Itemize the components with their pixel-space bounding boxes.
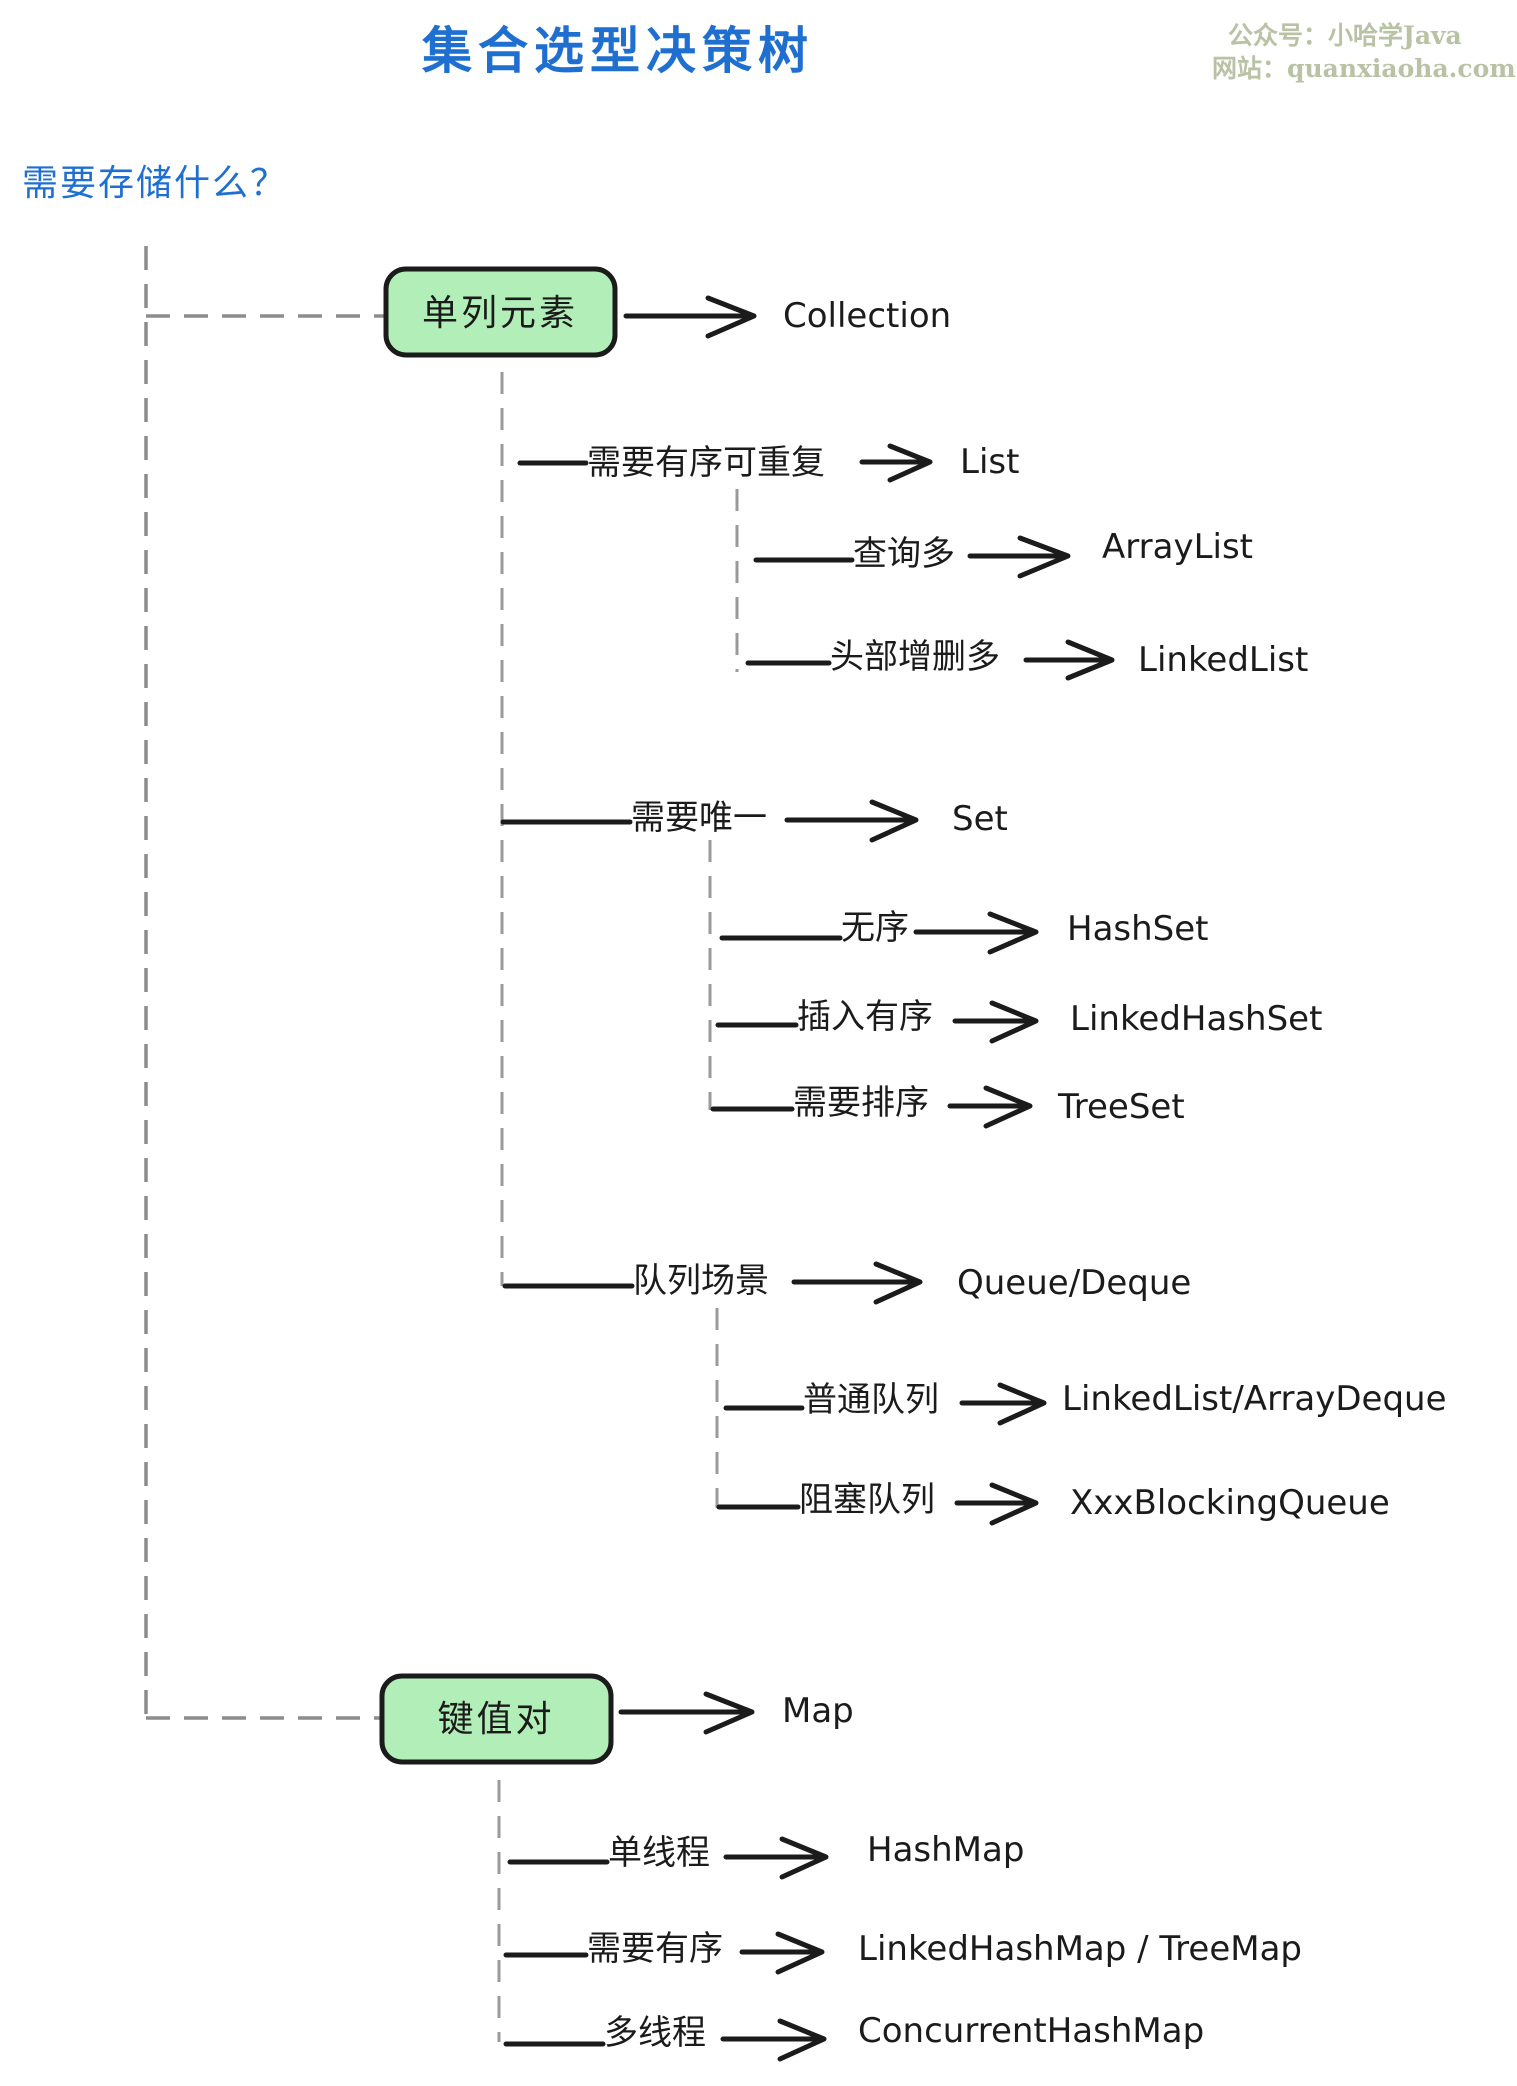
result-linkedhashmap-treemap: LinkedHashMap / TreeMap bbox=[858, 1929, 1302, 1969]
result-hashmap: HashMap bbox=[867, 1830, 1024, 1870]
branch-ordered-map: 需要有序 LinkedHashMap / TreeMap bbox=[503, 1929, 1302, 1975]
branch-treeset: 需要排序 TreeSet bbox=[710, 1083, 1185, 1129]
node-map[interactable]: 键值对 bbox=[379, 1673, 614, 1765]
condition-label: 普通队列 bbox=[803, 1380, 939, 1420]
result-hashset: HashSet bbox=[1067, 909, 1209, 949]
result-arraylist: ArrayList bbox=[1102, 527, 1253, 567]
arrow-to-collection bbox=[623, 295, 757, 339]
result-set: Set bbox=[952, 799, 1008, 839]
result-concurrenthashmap: ConcurrentHashMap bbox=[858, 2011, 1204, 2051]
branch-blocking-queue: 阻塞队列 XxxBlockingQueue bbox=[716, 1480, 1390, 1526]
condition-label: 需要有序 bbox=[587, 1929, 723, 1969]
branch-arraylist: 查询多 ArrayList bbox=[753, 527, 1253, 579]
branch-linkedhashset: 插入有序 LinkedHashSet bbox=[715, 997, 1322, 1044]
node-box bbox=[383, 266, 618, 358]
result-map: Map bbox=[782, 1691, 854, 1731]
condition-label: 插入有序 bbox=[797, 997, 933, 1037]
condition-label: 查询多 bbox=[853, 534, 955, 574]
branch-hashset: 无序 HashSet bbox=[719, 908, 1209, 955]
result-linkedlist: LinkedList bbox=[1138, 640, 1308, 680]
condition-label: 需要唯一 bbox=[631, 798, 767, 838]
result-linkedlist-arraydeque: LinkedList/ArrayDeque bbox=[1062, 1379, 1447, 1419]
result-treeset: TreeSet bbox=[1057, 1087, 1185, 1127]
condition-label: 多线程 bbox=[604, 2013, 706, 2053]
condition-label: 队列场景 bbox=[633, 1261, 769, 1301]
node-label: 键值对 bbox=[437, 1699, 554, 1740]
condition-label: 需要有序可重复 bbox=[587, 443, 825, 483]
node-box bbox=[379, 1673, 614, 1765]
node-label: 单列元素 bbox=[422, 293, 578, 334]
condition-label: 需要排序 bbox=[793, 1083, 929, 1123]
result-queue-deque: Queue/Deque bbox=[957, 1263, 1191, 1303]
result-list: List bbox=[960, 442, 1019, 482]
branch-set: 需要唯一 Set bbox=[500, 798, 1008, 843]
result-blocking-queue: XxxBlockingQueue bbox=[1070, 1483, 1390, 1523]
branch-single-thread: 单线程 HashMap bbox=[507, 1830, 1024, 1880]
condition-label: 头部增删多 bbox=[830, 637, 1000, 677]
root-question: 需要存储什么？ bbox=[22, 163, 288, 204]
arrow-to-map bbox=[618, 1691, 755, 1735]
node-collection[interactable]: 单列元素 bbox=[383, 266, 618, 358]
branch-queue: 队列场景 Queue/Deque bbox=[502, 1261, 1191, 1305]
result-linkedhashset: LinkedHashSet bbox=[1070, 999, 1322, 1039]
watermark-line-2: 网站：quanxiaoha.com bbox=[1212, 54, 1516, 83]
branch-list: 需要有序可重复 List bbox=[517, 442, 1019, 483]
branch-normal-queue: 普通队列 LinkedList/ArrayDeque bbox=[723, 1379, 1447, 1426]
condition-label: 无序 bbox=[841, 908, 909, 948]
condition-label: 单线程 bbox=[608, 1833, 710, 1873]
watermark-line-1: 公众号：小哈学Java bbox=[1228, 21, 1462, 50]
page-title: 集合选型决策树 bbox=[421, 22, 814, 80]
result-collection: Collection bbox=[783, 296, 951, 336]
branch-multi-thread: 多线程 ConcurrentHashMap bbox=[503, 2011, 1204, 2062]
branch-linkedlist: 头部增删多 LinkedList bbox=[745, 637, 1308, 681]
condition-label: 阻塞队列 bbox=[799, 1480, 935, 1520]
